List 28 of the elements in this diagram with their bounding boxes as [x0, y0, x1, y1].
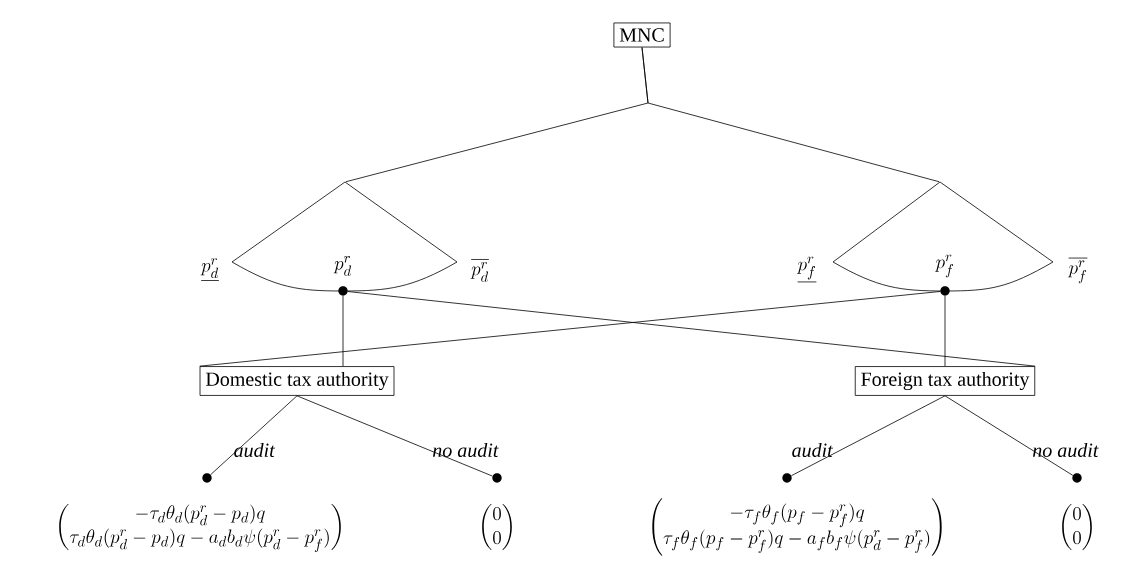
branch-line	[296, 395, 493, 477]
branch-line	[210, 395, 298, 476]
payoff-vector: $\begin{pmatrix}-\tau_d\theta_d(p^r_d-p_d)q\\ \tau_d\theta_d(p^r_d-p_d)q-a_db_d\psi(p^r_d-p^r_f)\end{pmatrix}$	[59, 503, 341, 553]
action-fan	[832, 181, 1054, 292]
branch-line	[199, 291, 941, 367]
branch-line	[641, 47, 940, 183]
edge-label: no audit	[1033, 442, 1099, 458]
bound-label: $p^r_d$	[333, 256, 352, 276]
edge-label: audit	[792, 442, 834, 458]
player-box: Domestic tax authority	[199, 366, 395, 396]
payoff-vector: $\begin{pmatrix}0\\ 0\end{pmatrix}$	[1062, 503, 1092, 550]
payoff-vector: $\begin{pmatrix}-\tau_f\theta_f(p_f-p^r_f)q\\ \tau_f\theta_f(p_f-p^r_f)q-a_fb_f\psi(p^r_d-p^r_f)\end{pmatrix}$	[652, 498, 942, 556]
branch-line	[944, 295, 946, 367]
branch-line	[791, 395, 946, 477]
bound-label: $\overline{p^r_f}$	[1068, 258, 1088, 284]
bound-label: $\underline{p^r_f}$	[797, 256, 817, 282]
bound-label: $\underline{p^r_d}$	[200, 258, 219, 281]
player-box: MNC	[613, 22, 671, 48]
edge-label: audit	[234, 442, 276, 458]
bound-label: $\overline{p^r_d}$	[470, 259, 489, 282]
payoff-vector: $\begin{pmatrix}0\\ 0\end{pmatrix}$	[482, 503, 512, 550]
player-box: Foreign tax authority	[854, 366, 1036, 396]
bound-label: $p^r_f$	[935, 254, 954, 278]
branch-line	[944, 395, 1074, 476]
branch-line	[342, 295, 344, 367]
edge-label: no audit	[433, 442, 499, 458]
action-fan	[231, 181, 458, 292]
branch-line	[347, 291, 1036, 367]
